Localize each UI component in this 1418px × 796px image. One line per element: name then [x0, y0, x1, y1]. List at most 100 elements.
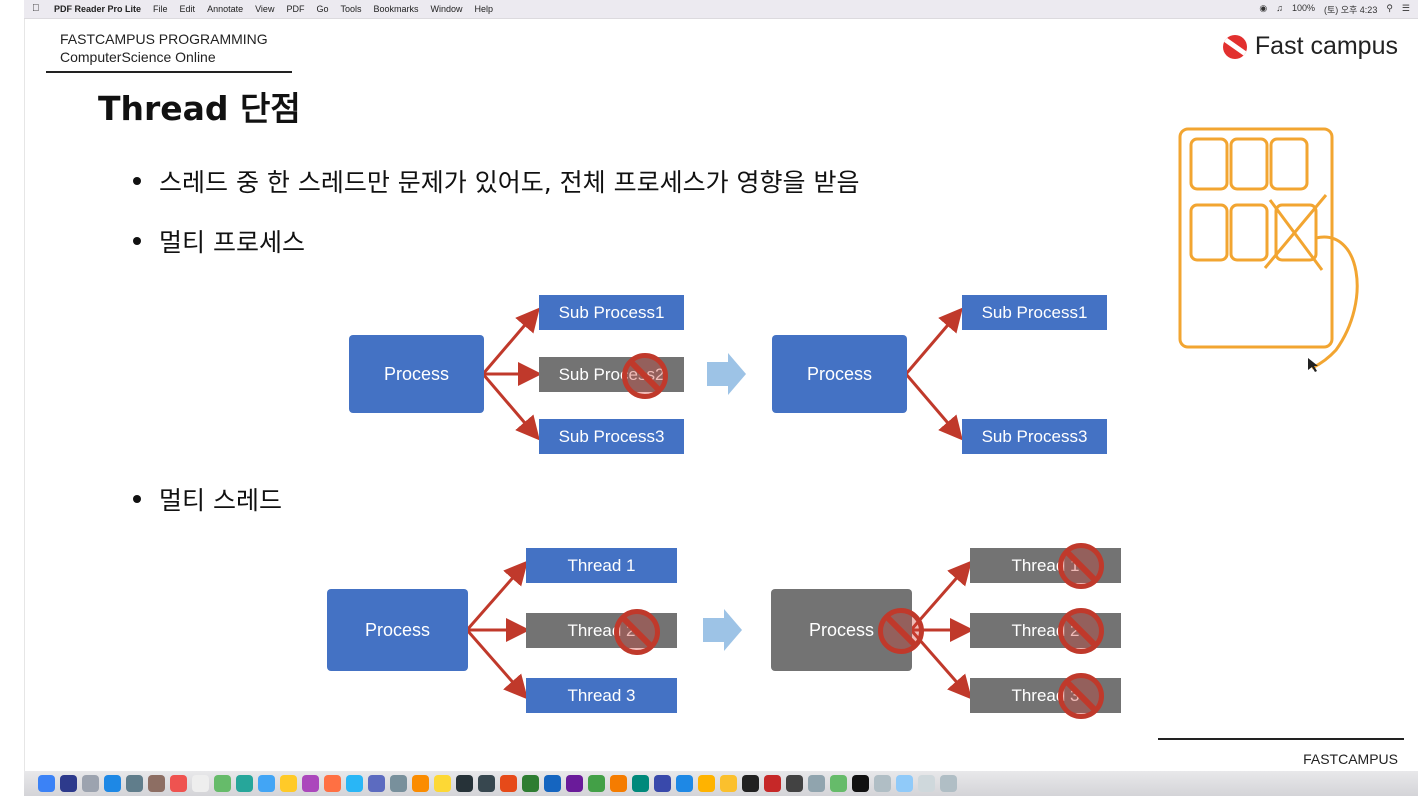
chrome-icon[interactable] — [412, 775, 429, 792]
obs-icon[interactable] — [852, 775, 869, 792]
menu-go[interactable]: Go — [316, 4, 329, 14]
status-area: ◉ ♫ 100% (토) 오후 4:23 ⚲ ☰ — [1259, 3, 1410, 16]
app-menu[interactable]: PDF Reader Pro Lite — [54, 4, 142, 14]
arrow-line — [465, 560, 528, 631]
excel-icon[interactable] — [522, 775, 539, 792]
fastcampus-logo: Fast campus — [1222, 32, 1398, 61]
bullet-text: 스레드 중 한 스레드만 문제가 있어도, 전체 프로세스가 영향을 받음 — [159, 168, 860, 197]
folder-icon[interactable] — [874, 775, 891, 792]
process-box: Process — [327, 589, 468, 671]
menu-tools[interactable]: Tools — [340, 4, 362, 14]
siri-icon[interactable] — [60, 775, 77, 792]
stack-icon[interactable] — [918, 775, 935, 792]
process-box: Process — [349, 335, 484, 413]
prohibited-icon — [622, 353, 668, 399]
menu-help[interactable]: Help — [474, 4, 494, 14]
sub-process-box: Sub Process1 — [539, 295, 684, 330]
footer-brand: FASTCAMPUS — [1303, 751, 1398, 767]
photo-icon[interactable] — [126, 775, 143, 792]
code-editor-icon[interactable] — [478, 775, 495, 792]
wifi-icon[interactable]: ◉ — [1259, 3, 1268, 13]
arrow-line — [481, 373, 540, 441]
quicktime-icon[interactable] — [676, 775, 693, 792]
menu-file[interactable]: File — [153, 4, 168, 14]
brand-line-1: FASTCAMPUS PROGRAMMING — [60, 31, 268, 47]
bullet-item: 멀티 프로세스 — [133, 223, 305, 259]
downloads-icon[interactable] — [896, 775, 913, 792]
prohibited-icon — [1058, 543, 1104, 589]
arrow-line — [481, 307, 540, 375]
settings-icon[interactable] — [390, 775, 407, 792]
bullet-item: 스레드 중 한 스레드만 문제가 있어도, 전체 프로세스가 영향을 받음 — [133, 163, 859, 199]
dock — [24, 771, 1418, 796]
screen-recorder-icon[interactable] — [786, 775, 803, 792]
messages-icon[interactable] — [258, 775, 275, 792]
bullet-dot — [133, 177, 141, 185]
menu-bookmarks[interactable]: Bookmarks — [373, 4, 419, 14]
pycharm-icon[interactable] — [588, 775, 605, 792]
sub-process-box: Sub Process1 — [962, 295, 1107, 330]
arrow-line — [904, 307, 963, 375]
apple-icon[interactable]:  — [32, 3, 40, 14]
bulb-icon[interactable] — [720, 775, 737, 792]
menu-view[interactable]: View — [255, 4, 275, 14]
bullet-text: 멀티 스레드 — [159, 486, 282, 515]
footer-divider — [1158, 738, 1404, 740]
menu-list: PDF Reader Pro Lite File Edit Annotate V… — [54, 4, 493, 14]
menu-annotate[interactable]: Annotate — [207, 4, 244, 14]
kakaotalk-icon[interactable] — [434, 775, 451, 792]
thread-box: Thread 3 — [526, 678, 677, 713]
bullet-item: 멀티 스레드 — [133, 481, 282, 517]
menu-list-icon[interactable]: ☰ — [1401, 3, 1410, 13]
right-arrow-icon — [707, 353, 746, 395]
numbers-icon[interactable] — [280, 775, 297, 792]
process-box: Process — [772, 335, 907, 413]
piano-icon[interactable] — [742, 775, 759, 792]
skype-icon[interactable] — [654, 775, 671, 792]
prohibited-icon — [1058, 608, 1104, 654]
sub-process-box: Sub Process3 — [539, 419, 684, 454]
books-icon[interactable] — [324, 775, 341, 792]
pdf-reader-icon[interactable] — [764, 775, 781, 792]
music-icon[interactable] — [302, 775, 319, 792]
logo-mark-icon — [1222, 34, 1247, 59]
app-store-icon[interactable] — [346, 775, 363, 792]
outlook-icon[interactable] — [632, 775, 649, 792]
menu-window[interactable]: Window — [430, 4, 463, 14]
arrow-line — [465, 629, 528, 700]
ide-icon[interactable] — [566, 775, 583, 792]
cursor-icon — [1308, 358, 1318, 372]
maps-icon[interactable] — [214, 775, 231, 792]
sub-process-box: Sub Process3 — [962, 419, 1107, 454]
onenote-icon[interactable] — [368, 775, 385, 792]
brand-header: FASTCAMPUS PROGRAMMING ComputerScience O… — [60, 30, 268, 66]
safari-icon[interactable] — [104, 775, 121, 792]
volume-icon[interactable]: ♫ — [1276, 3, 1283, 13]
facetime-icon[interactable] — [236, 775, 253, 792]
star-icon[interactable] — [698, 775, 715, 792]
notes-icon[interactable] — [148, 775, 165, 792]
menu-edit[interactable]: Edit — [179, 4, 196, 14]
preview-icon[interactable] — [808, 775, 825, 792]
arrow-line — [904, 373, 963, 441]
calendar-icon[interactable] — [170, 775, 187, 792]
trash-icon[interactable] — [940, 775, 957, 792]
finder-icon[interactable] — [38, 775, 55, 792]
terminal-icon[interactable] — [456, 775, 473, 792]
powerpoint-icon[interactable] — [500, 775, 517, 792]
spotlight-icon[interactable]: ⚲ — [1386, 3, 1393, 13]
word-icon[interactable] — [544, 775, 561, 792]
sublime-icon[interactable] — [610, 775, 627, 792]
slide-title: Thread 단점 — [98, 89, 301, 128]
bullet-text: 멀티 프로세스 — [159, 228, 305, 257]
left-edge — [0, 0, 25, 796]
spotify-icon[interactable] — [830, 775, 847, 792]
thread-box: Thread 1 — [526, 548, 677, 583]
battery-percent[interactable]: 100% — [1291, 3, 1315, 13]
document-icon[interactable] — [192, 775, 209, 792]
brand-divider — [46, 71, 292, 73]
launchpad-icon[interactable] — [82, 775, 99, 792]
menu-pdf[interactable]: PDF — [286, 4, 305, 14]
clock[interactable]: (토) 오후 4:23 — [1323, 5, 1378, 15]
